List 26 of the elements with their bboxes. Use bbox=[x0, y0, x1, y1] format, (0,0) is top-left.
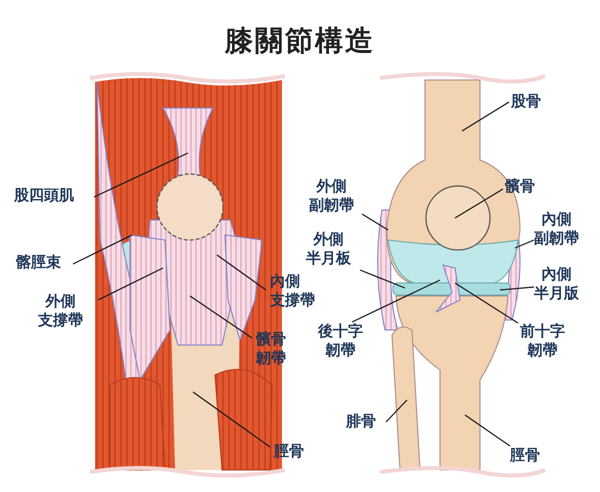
part-label: 外側副韌帶 bbox=[309, 177, 354, 215]
leader-line bbox=[72, 234, 132, 265]
leader-line bbox=[454, 188, 504, 219]
part-label: 股骨 bbox=[511, 92, 541, 111]
leader-line bbox=[192, 392, 270, 448]
part-label: 外側半月板 bbox=[306, 230, 351, 268]
part-label: 髂脛束 bbox=[16, 253, 61, 272]
part-label: 後十字韌帶 bbox=[318, 322, 363, 360]
leader-line bbox=[94, 152, 188, 198]
part-label: 前十字韌帶 bbox=[520, 322, 565, 360]
part-label: 內側半月版 bbox=[534, 265, 579, 303]
part-label: 外側支撐帶 bbox=[38, 292, 83, 330]
part-label: 髕骨 bbox=[505, 177, 535, 196]
leader-line bbox=[514, 239, 534, 249]
part-label: 脛骨 bbox=[510, 446, 540, 465]
leader-line bbox=[464, 414, 510, 446]
title: 膝關節構造 bbox=[225, 24, 375, 57]
part-label: 腓骨 bbox=[346, 412, 376, 431]
leader-line bbox=[500, 286, 534, 291]
leader-line bbox=[462, 101, 510, 132]
part-label: 內側副韌帶 bbox=[534, 210, 579, 248]
leader-line bbox=[360, 269, 406, 289]
leader-line bbox=[352, 279, 440, 323]
part-label: 股四頭肌 bbox=[14, 186, 74, 205]
leader-line bbox=[362, 213, 388, 231]
leader-line bbox=[386, 400, 408, 422]
